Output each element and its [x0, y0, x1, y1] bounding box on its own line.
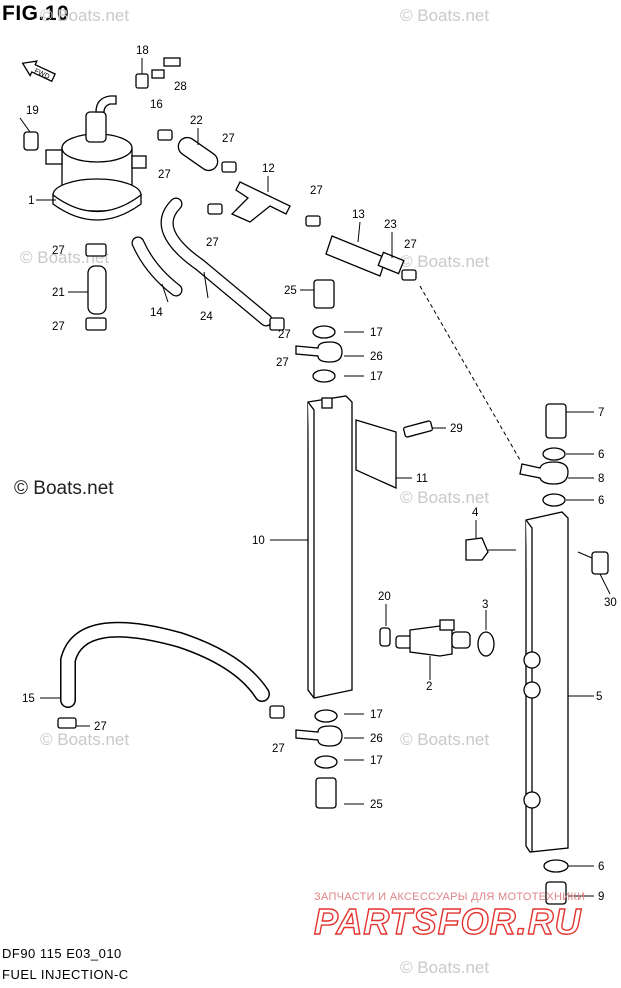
callout-6-a: 6: [598, 449, 604, 461]
callout-27-j: 27: [94, 721, 107, 733]
watermark-faint: © Boats.net: [400, 488, 490, 507]
bolt-part-18: [135, 73, 149, 89]
bracket-part-11: [355, 419, 397, 490]
callout-20: 20: [378, 591, 391, 603]
hose-part-22: [177, 136, 219, 172]
callout-10: 10: [252, 535, 265, 547]
union-part-26-bottom: [295, 725, 343, 747]
injector-part-2: [395, 619, 471, 657]
callout-16: 16: [150, 99, 163, 111]
callout-17-c: 17: [370, 709, 383, 721]
washer-part-17-d: [314, 755, 338, 769]
washer-part-6-b: [542, 493, 566, 507]
washer-part-17-b: [312, 369, 336, 383]
union-part-26-top: [295, 341, 343, 363]
callout-26-a: 26: [370, 351, 383, 363]
washer-part-17-a: [312, 325, 336, 339]
fig-title: FIG.10: [2, 2, 70, 25]
washer-part-16: [151, 69, 165, 79]
callout-6-b: 6: [598, 495, 604, 507]
brand-tagline: ЗАПЧАСТИ И АКСЕССУАРЫ ДЛЯ МОТОТЕХНИКИ: [314, 891, 586, 903]
fwd-label: FWD: [33, 68, 50, 81]
screw-part-28: [163, 57, 181, 67]
callout-21: 21: [52, 287, 65, 299]
callout-27-a: 27: [222, 133, 235, 145]
union-bolt-part-25-top: [313, 279, 335, 309]
callout-25-a: 25: [284, 285, 297, 297]
watermark-faint: © Boats.net: [40, 6, 130, 25]
callout-27-k: 27: [278, 329, 291, 341]
watermark-faint: © Boats.net: [400, 252, 490, 271]
watermark-faint: © Boats.net: [400, 6, 490, 25]
bolt-part-29: [402, 420, 434, 438]
grommet-part-19: [23, 131, 39, 151]
watermark-faint: © Boats.net: [400, 730, 490, 749]
fuel-rail-part-5: [523, 511, 569, 853]
washer-part-17-c: [314, 709, 338, 723]
callout-6-c: 6: [598, 861, 604, 873]
callout-22: 22: [190, 115, 203, 127]
callout-numbers: 1 2 3 4 5 6 6 6 7 8 9 10 11 12 13 14 15 …: [22, 45, 617, 903]
callout-27-e: 27: [404, 239, 417, 251]
callout-25-b: 25: [370, 799, 383, 811]
callout-15: 15: [22, 693, 35, 705]
callout-27-c: 27: [206, 237, 219, 249]
callout-12: 12: [262, 163, 275, 175]
callout-29: 29: [450, 423, 463, 435]
washer-part-6-c: [543, 859, 569, 873]
callout-7: 7: [598, 407, 604, 419]
callout-26-b: 26: [370, 733, 383, 745]
callout-27-i: 27: [272, 743, 285, 755]
pipe-part-23: [377, 251, 405, 275]
callout-28: 28: [174, 81, 187, 93]
callout-27-h: 27: [276, 357, 289, 369]
hose-part-21: [87, 265, 107, 315]
callout-11: 11: [416, 473, 428, 485]
callout-17-d: 17: [370, 755, 383, 767]
callout-27-d: 27: [310, 185, 323, 197]
fuel-filter-part-1: [45, 95, 147, 221]
callout-3: 3: [482, 599, 488, 611]
callout-5: 5: [596, 691, 602, 703]
pipe-part-12: [230, 181, 291, 223]
brand-logo: PARTSFOR.RU: [313, 900, 582, 942]
callout-27-g: 27: [52, 321, 65, 333]
callout-8: 8: [598, 473, 604, 485]
callout-13: 13: [352, 209, 365, 221]
bolt-part-30: [591, 551, 609, 575]
union-bolt-part-7: [545, 403, 567, 439]
callout-19: 19: [26, 105, 39, 117]
union-bolt-part-25-bottom: [315, 777, 337, 809]
watermark-faint: © Boats.net: [40, 730, 130, 749]
watermark-faint: © Boats.net: [400, 958, 490, 977]
hose-part-13: [325, 235, 387, 277]
seal-part-20: [379, 627, 391, 647]
callout-9: 9: [598, 891, 604, 903]
callout-27-b: 27: [158, 169, 171, 181]
callout-1: 1: [28, 195, 34, 207]
callout-27-f: 27: [52, 245, 65, 257]
callout-17-a: 17: [370, 327, 383, 339]
watermark-main: © Boats.net: [14, 478, 114, 499]
callout-23: 23: [384, 219, 397, 231]
callout-4: 4: [472, 507, 479, 519]
callout-30: 30: [604, 597, 617, 609]
callout-2: 2: [426, 681, 432, 693]
fwd-arrow-icon: FWD: [21, 60, 56, 83]
cushion-part-4: [465, 537, 489, 561]
plug-part-9: [545, 881, 567, 905]
callout-14: 14: [150, 307, 163, 319]
fuel-rail-part-10: [307, 395, 353, 699]
oring-part-3: [477, 631, 495, 657]
sheet-title: FUEL INJECTION-C: [2, 967, 129, 982]
washer-part-6-a: [542, 447, 566, 461]
union-part-8: [519, 461, 569, 485]
clamp-part-27-group: [57, 129, 417, 729]
callout-24: 24: [200, 311, 213, 323]
callout-17-b: 17: [370, 371, 383, 383]
leader-lines: [19, 58, 611, 897]
model-code: DF90 115 E03_010: [2, 946, 122, 961]
callout-18: 18: [136, 45, 149, 57]
